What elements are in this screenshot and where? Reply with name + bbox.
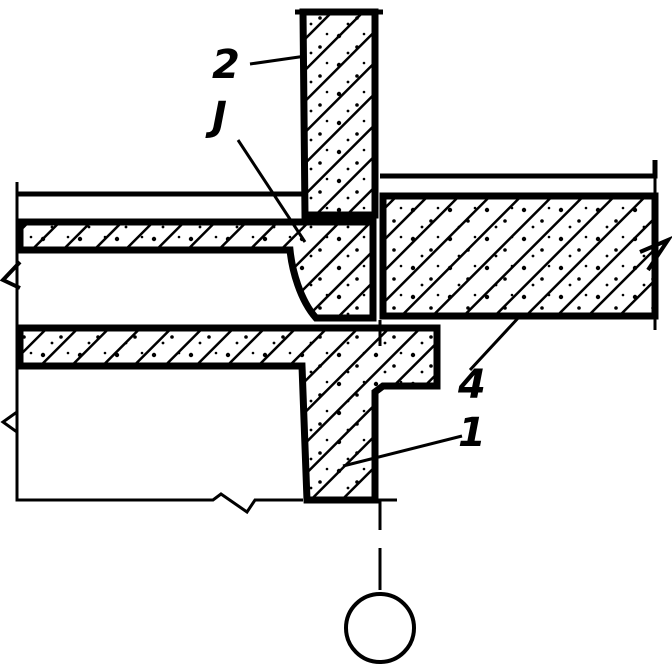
axis-marker-circle — [344, 592, 416, 664]
callout-1: 1 — [458, 410, 486, 456]
callout-2: 2 — [212, 42, 240, 88]
break-mark-left-upper — [0, 260, 22, 290]
leader-lines — [236, 54, 522, 468]
leader-line-3 — [236, 139, 307, 243]
leader-line-4 — [468, 314, 522, 372]
callout-4: 4 — [457, 362, 486, 408]
leader-line-2 — [249, 54, 307, 66]
upper-wall-panel — [295, 8, 383, 219]
axis-line — [344, 500, 416, 664]
callout-3: J — [205, 94, 227, 140]
right-slab — [379, 192, 672, 320]
lower-slab-and-wall — [16, 320, 441, 504]
left-upper-slab — [16, 218, 377, 322]
leader-line-1 — [342, 434, 463, 468]
slab-void — [20, 262, 300, 316]
